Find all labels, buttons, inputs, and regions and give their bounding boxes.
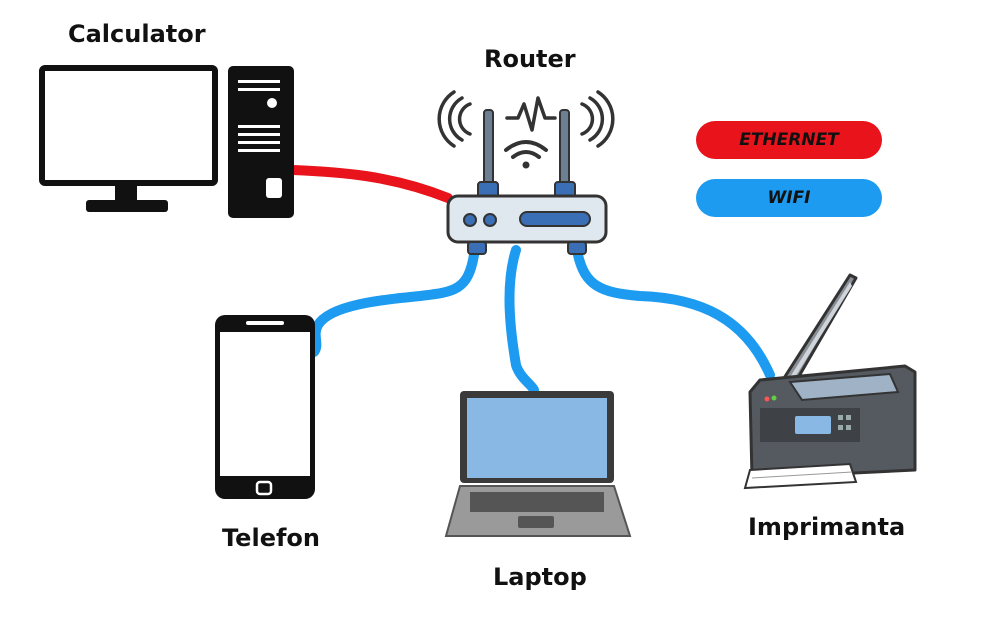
legend-wifi-label: WIFI — [767, 188, 811, 208]
telefon-label: Telefon — [222, 524, 320, 552]
router-icon — [437, 90, 615, 255]
printer-icon — [743, 273, 917, 490]
legend-wifi: WIFI — [696, 179, 882, 217]
smartphone-icon — [215, 315, 315, 499]
computer-monitor-icon — [39, 65, 218, 212]
laptop-icon — [444, 391, 632, 537]
laptop-label: Laptop — [493, 563, 587, 591]
computer-tower-icon — [228, 66, 294, 218]
imprimanta-label: Imprimanta — [748, 513, 906, 541]
ethernet-cable-calculator-router — [288, 165, 453, 203]
calculator-label: Calculator — [68, 20, 206, 48]
legend-ethernet-label: ETHERNET — [739, 130, 839, 150]
wifi-cable-router-telefon — [309, 250, 479, 357]
legend-ethernet: ETHERNET — [696, 121, 882, 159]
wifi-cable-router-laptop — [504, 245, 539, 395]
router-label: Router — [484, 45, 576, 73]
wifi-cable-router-imprimanta — [573, 250, 775, 380]
